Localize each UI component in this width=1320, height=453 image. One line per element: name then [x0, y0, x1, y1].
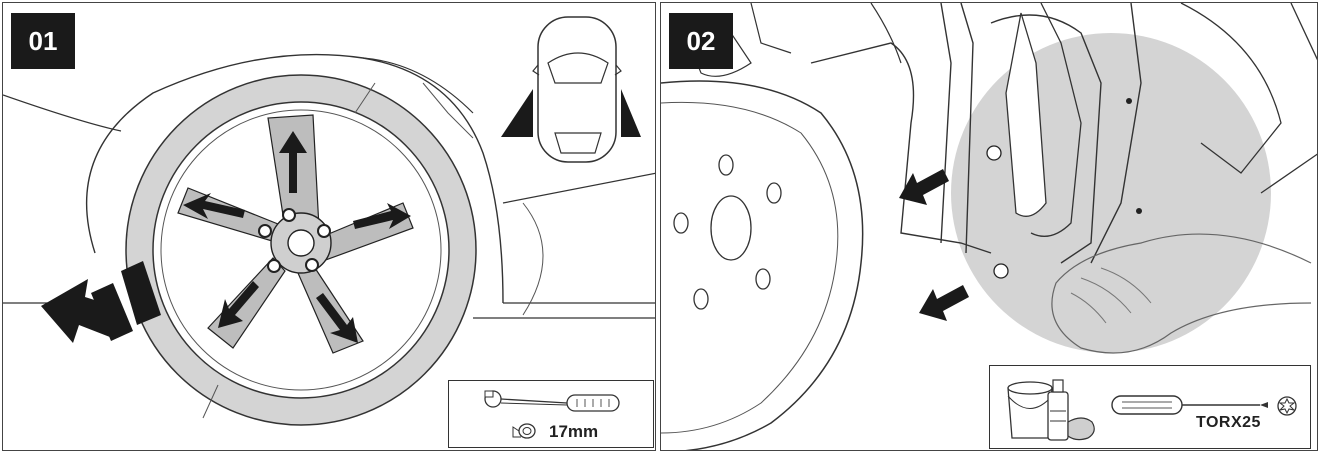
step-number-badge: 02: [669, 13, 733, 69]
wheel-chock-right-icon: [621, 89, 641, 137]
sponge-icon: [1067, 417, 1095, 441]
brake-disc: [661, 80, 864, 450]
torx-size-label: TORX25: [1196, 414, 1261, 431]
step-02-panel: 02: [660, 2, 1318, 451]
cleaning-hand: [1051, 233, 1312, 354]
bucket-icon: [1007, 381, 1053, 439]
wheel-arch-liner: [1005, 12, 1047, 217]
torx-bit-icon: [1277, 396, 1297, 416]
cleaning-area-highlight: [951, 33, 1271, 353]
tools-box-step-01: 17mm: [448, 380, 654, 448]
lug-nuts: [258, 208, 331, 273]
screwdriver-icon: [1111, 395, 1268, 415]
torx-screws: [986, 145, 1009, 279]
cleaner-bottle-icon: [1047, 379, 1069, 441]
wheel-chock-left-icon: [501, 89, 533, 137]
wheel-removal-illustration: [3, 53, 655, 426]
car-top-view-icon: [501, 16, 641, 163]
wheel-arch-cleaning-illustration: [661, 3, 1317, 450]
removal-arrows: [899, 169, 969, 321]
step-number-badge: 01: [11, 13, 75, 69]
step-01-panel: 01 17mm: [2, 2, 656, 451]
hub-center: [710, 195, 752, 261]
remove-wheel-arrow: [41, 261, 161, 343]
spoke-arrows: [183, 131, 411, 343]
socket-size-label: 17mm: [549, 422, 599, 441]
socket-icon: [512, 423, 536, 439]
ratchet-wrench-icon: [484, 390, 620, 412]
tools-box-step-02: TORX25: [989, 365, 1311, 449]
wheel-studs: [673, 154, 782, 310]
